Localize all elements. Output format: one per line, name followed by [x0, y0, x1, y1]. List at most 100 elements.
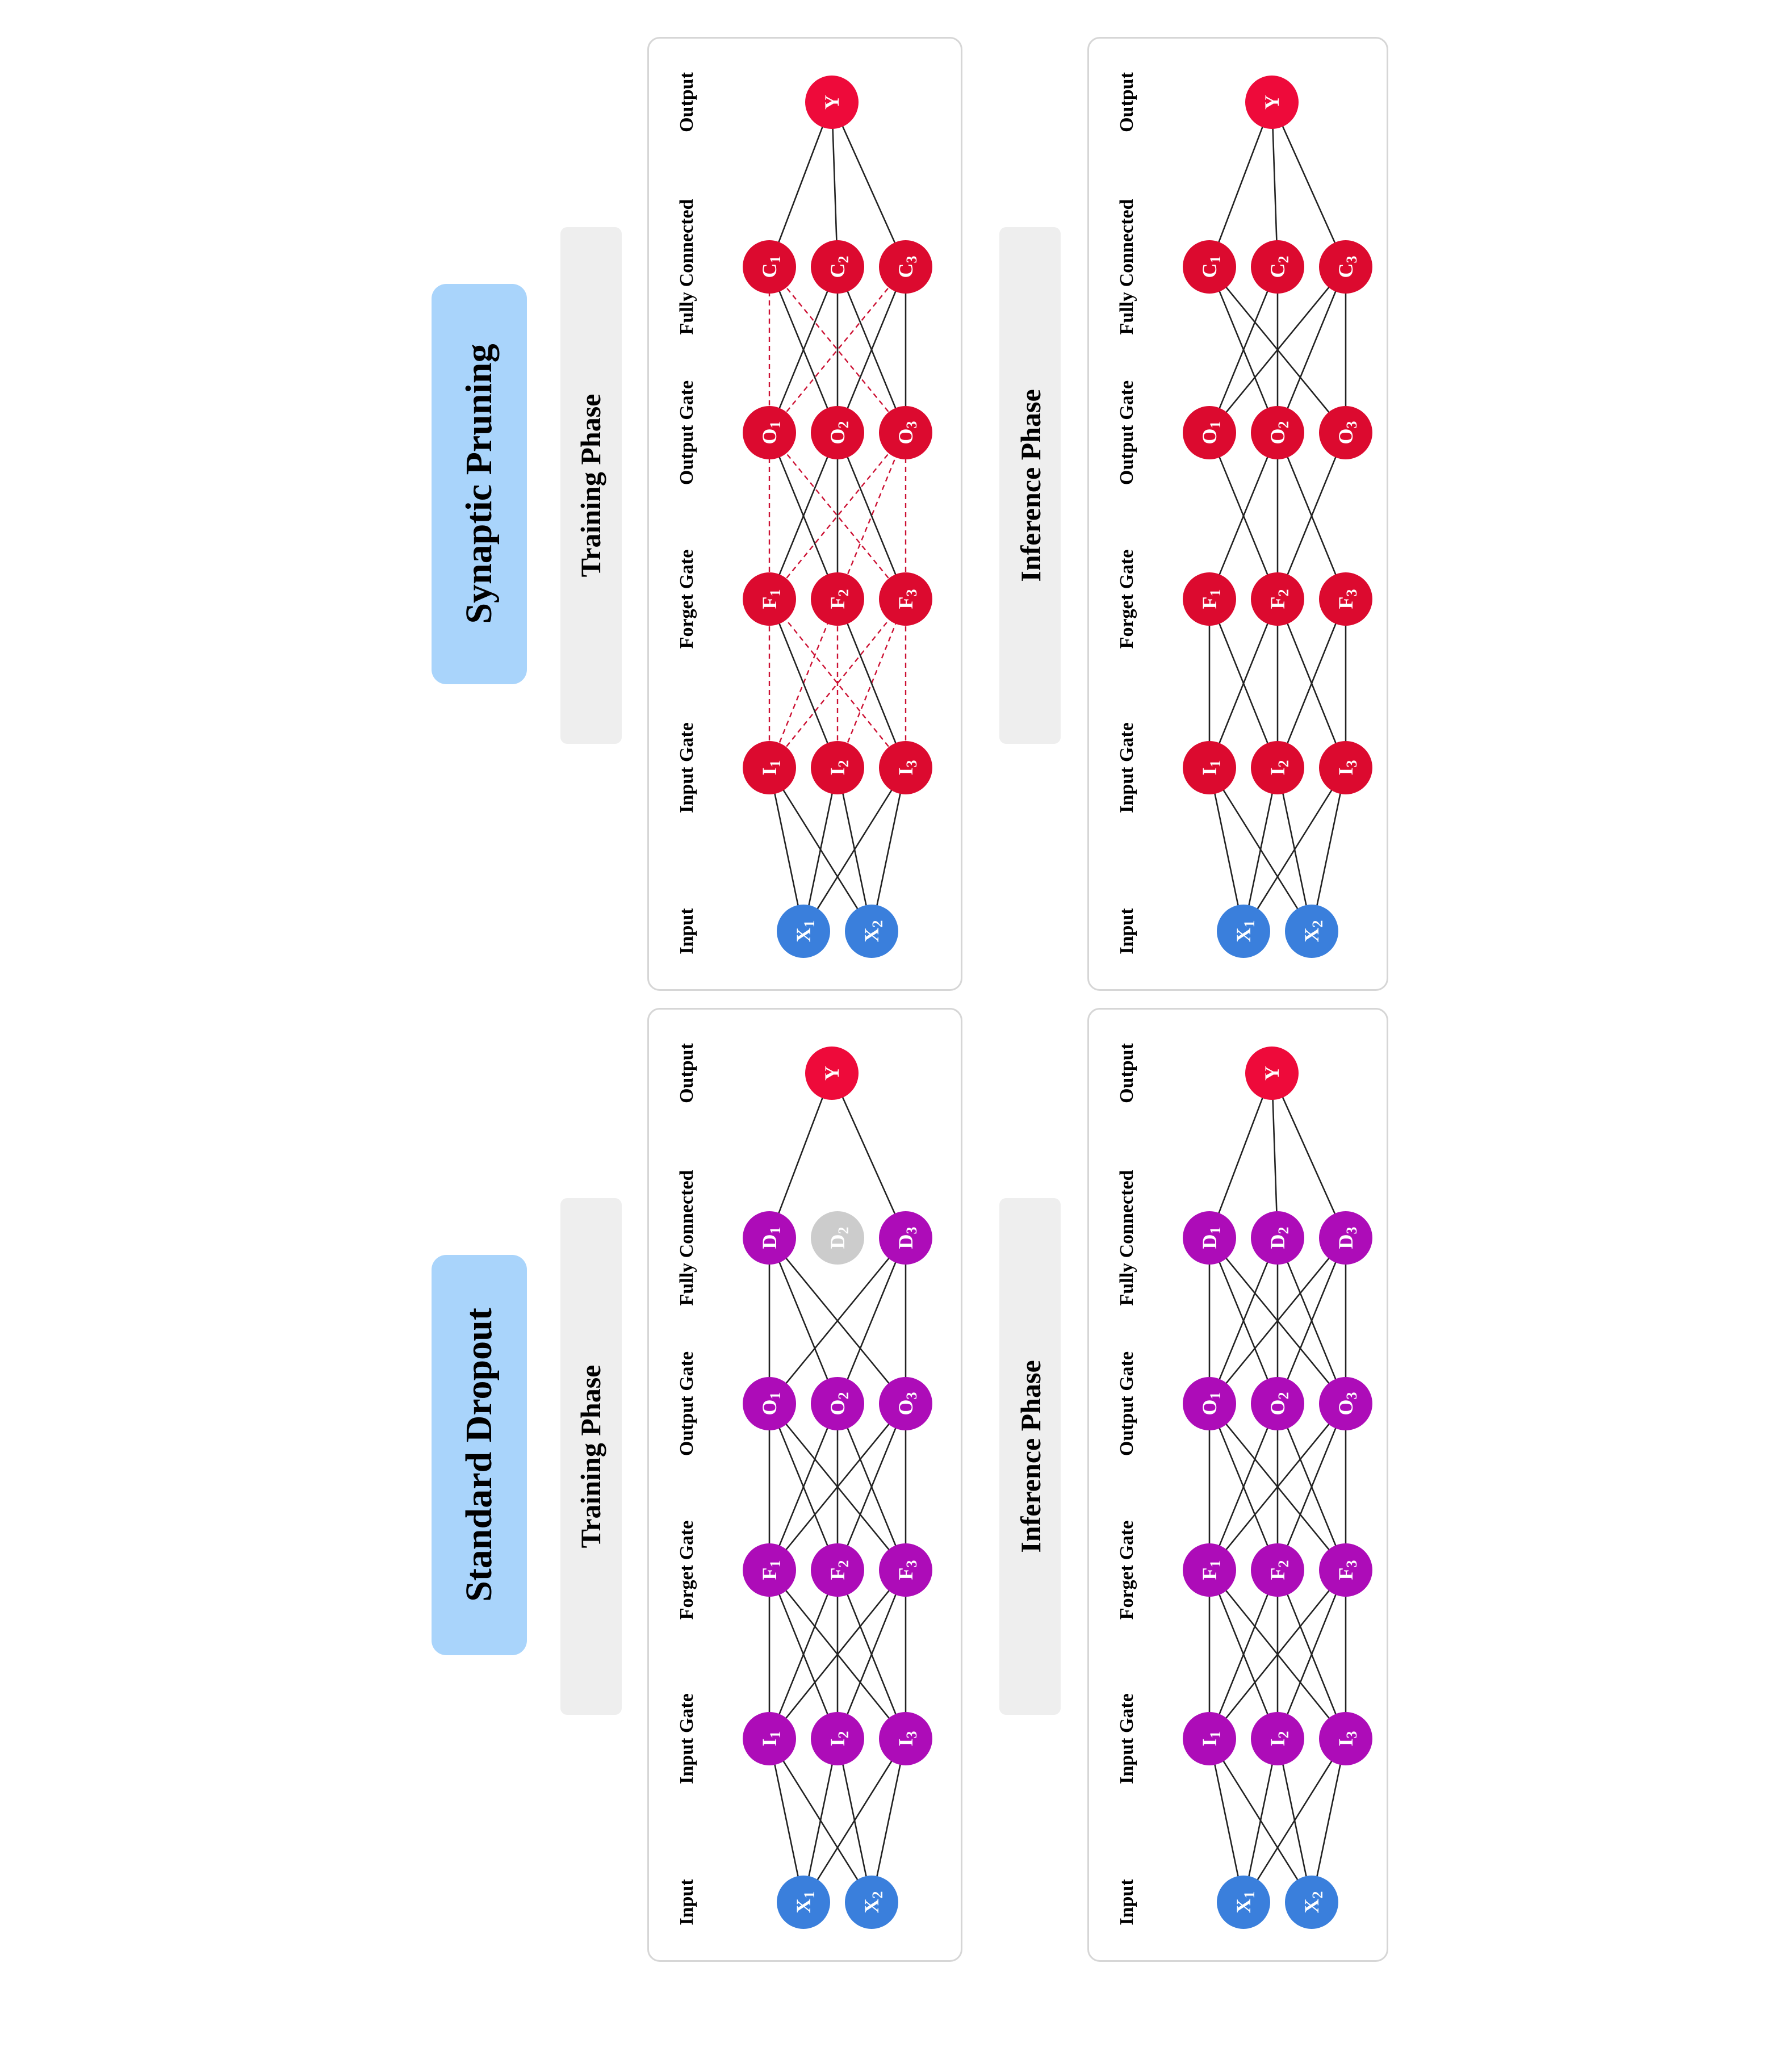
gate-neuron: F3	[879, 1543, 932, 1597]
connection	[1208, 1237, 1347, 1404]
connection	[768, 266, 839, 433]
input-neuron: X1	[777, 1876, 830, 1929]
gate-neuron: D2	[1251, 1211, 1304, 1265]
neuron-label-base: X	[1300, 1899, 1323, 1914]
gate-neuron: O2	[1251, 1377, 1304, 1430]
neuron-label-subscript: 2	[1275, 421, 1292, 428]
connection	[1276, 1403, 1347, 1571]
gate-neuron: F2	[811, 1543, 864, 1597]
neuron-label-subscript: 2	[835, 256, 852, 263]
gate-neuron: O2	[811, 1377, 864, 1430]
neuron-label-subscript: 1	[1207, 1392, 1224, 1399]
connection	[768, 102, 833, 267]
neuron-label-base: X	[1232, 928, 1255, 943]
neuron-label: C3	[894, 256, 920, 278]
neuron-circle	[805, 1047, 859, 1100]
gate-neuron: F3	[1319, 572, 1372, 626]
input-neuron: X2	[1285, 1876, 1338, 1929]
neuron-label: X2	[1300, 1891, 1326, 1914]
neuron-label-base: F	[1266, 1568, 1289, 1580]
neuron-circle	[1251, 406, 1304, 459]
neuron-label-subscript: 1	[767, 589, 784, 597]
neuron-label: I3	[894, 1731, 920, 1746]
phase-pill	[560, 227, 622, 744]
neuron-circle	[743, 741, 796, 794]
neuron-label: Y	[1261, 95, 1283, 110]
neuron-label-base: I	[1198, 767, 1221, 775]
neuron-circle	[811, 572, 864, 626]
gate-neuron: O1	[1183, 1377, 1236, 1430]
gate-neuron: F1	[743, 1543, 796, 1597]
neuron-circle	[1319, 1712, 1372, 1765]
gate-neuron: D1	[1183, 1211, 1236, 1265]
neuron-label: I2	[826, 760, 852, 775]
neuron-label-base: O	[1266, 428, 1289, 444]
gate-neuron: I3	[879, 1712, 932, 1765]
output-neuron: Y	[805, 1047, 859, 1100]
connection	[1310, 1738, 1347, 1903]
neuron-circle	[1251, 240, 1304, 294]
neuron-label-base: I	[758, 767, 781, 775]
neuron-circle	[743, 1712, 796, 1765]
neuron-label-subscript: 2	[1275, 1560, 1292, 1568]
gate-neuron: C1	[743, 240, 796, 294]
gate-neuron: O1	[743, 406, 796, 459]
neuron-label-base: D	[1266, 1234, 1289, 1249]
connection	[1208, 432, 1279, 600]
connection	[1271, 102, 1347, 267]
neuron-label: F2	[1266, 589, 1292, 609]
output-neuron: Y	[1245, 76, 1299, 129]
input-neuron: X2	[845, 1876, 898, 1929]
connection	[836, 767, 873, 932]
neuron-label-base: O	[1198, 428, 1221, 444]
neuron-circle	[1217, 1876, 1270, 1929]
gate-neuron: I3	[879, 741, 932, 794]
neuron-label-base: I	[894, 767, 917, 775]
connection	[1208, 266, 1347, 433]
network-panel	[1087, 37, 1388, 991]
neuron-label-base: F	[758, 1568, 781, 1580]
neuron-label-base: D	[894, 1234, 917, 1249]
neuron-label-base: I	[1334, 767, 1357, 775]
connection	[870, 1738, 907, 1903]
neuron-label-base: X	[1300, 928, 1323, 943]
neuron-label-subscript: 2	[869, 920, 886, 928]
connection	[1271, 102, 1279, 267]
neuron-circle	[1319, 741, 1372, 794]
neuron-circle	[743, 1377, 796, 1430]
neuron-label-base: I	[826, 767, 849, 775]
neuron-label-base: C	[1266, 263, 1289, 278]
neuron-label-subscript: 3	[903, 589, 920, 597]
neuron-label: X1	[1232, 1891, 1258, 1914]
neuron-label-base: X	[1232, 1899, 1255, 1914]
input-neuron: X1	[777, 905, 830, 958]
neuron-label: F2	[1266, 1560, 1292, 1580]
neuron-circle	[1183, 1543, 1236, 1597]
connection	[870, 767, 907, 932]
connection	[1208, 1569, 1347, 1739]
neuron-label-subscript: 1	[767, 1392, 784, 1399]
neuron-label-base: F	[1334, 597, 1357, 609]
neuron-label-subscript: 1	[1207, 760, 1224, 767]
neuron-label-subscript: 3	[1343, 1227, 1360, 1234]
neuron-label-subscript: 2	[1275, 1227, 1292, 1234]
neuron-circle	[811, 1377, 864, 1430]
neuron-circle	[1183, 406, 1236, 459]
neuron-label-subscript: 3	[1343, 1392, 1360, 1399]
gate-neuron: C3	[1319, 240, 1372, 294]
gate-neuron: O3	[1319, 406, 1372, 459]
neuron-label-subscript: 2	[1309, 920, 1326, 928]
neuron-label-subscript: 2	[835, 1227, 852, 1234]
neuron-circle	[1251, 1211, 1304, 1265]
neuron-label-subscript: 3	[903, 1560, 920, 1568]
neuron-label-subscript: 2	[835, 1731, 852, 1738]
neuron-label: F1	[1198, 589, 1224, 609]
pruned-connection	[836, 432, 907, 600]
neuron-circle	[743, 1543, 796, 1597]
gate-neuron: I1	[743, 1712, 796, 1765]
neuron-circle	[743, 240, 796, 294]
neuron-label: D3	[1334, 1227, 1360, 1249]
gate-neuron: O1	[1183, 406, 1236, 459]
